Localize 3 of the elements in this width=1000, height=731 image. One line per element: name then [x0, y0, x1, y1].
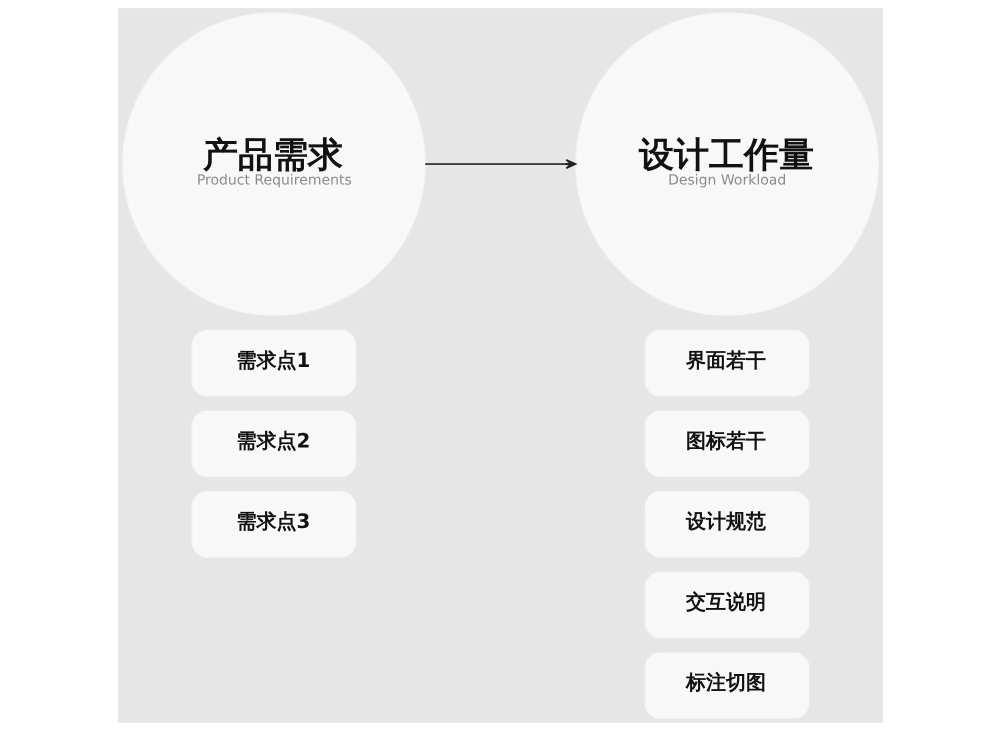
node-circle: 产品需求 Product Requirements	[122, 12, 426, 316]
arrow	[424, 159, 576, 170]
node-circle: 设计工作量 Design Workload	[574, 12, 878, 316]
